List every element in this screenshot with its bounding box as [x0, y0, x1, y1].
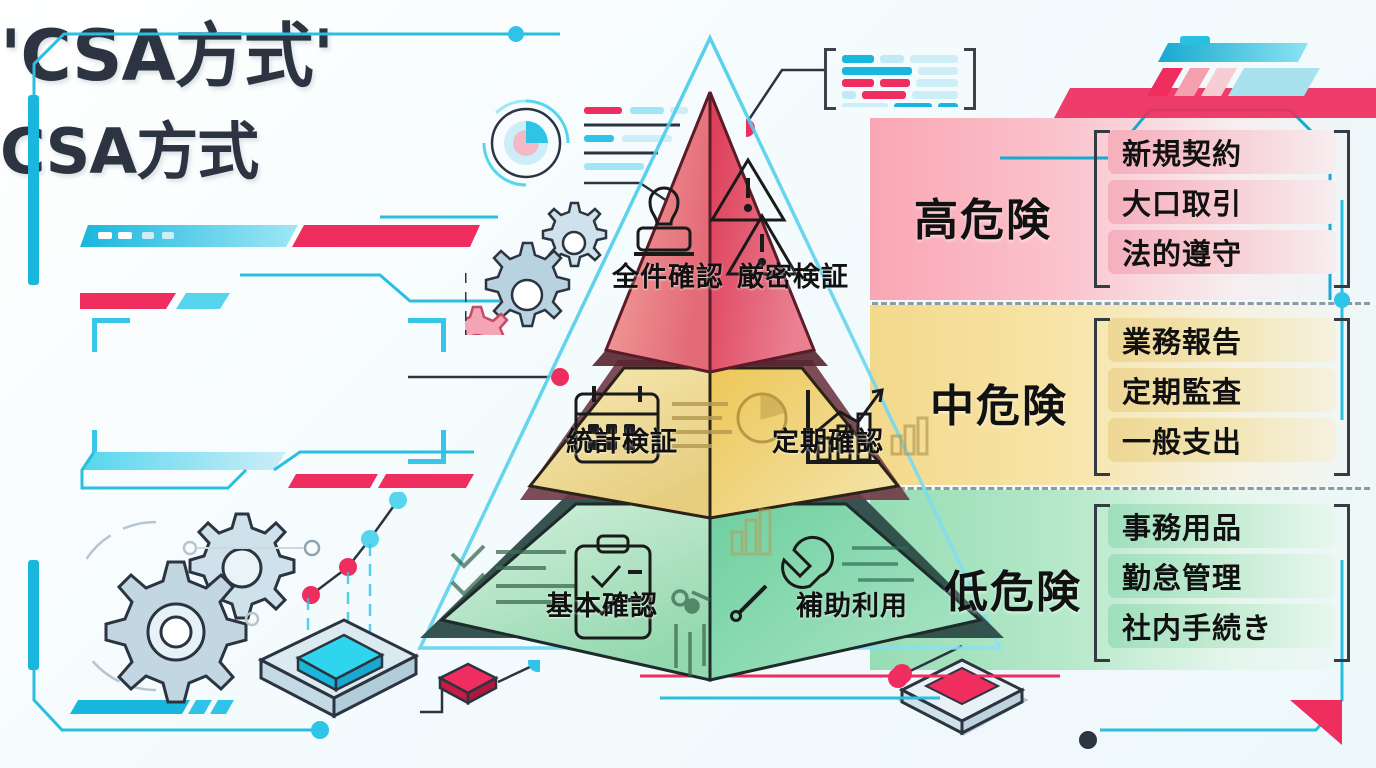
tier-facet-label-high-right: 厳密検証: [737, 262, 849, 293]
bar-chart-icon: [806, 388, 884, 464]
risk-level-label-high: 高危険: [914, 195, 1052, 246]
tag-item[interactable]: 業務報告: [1108, 318, 1336, 362]
tier-facet-label-medium-right: 定期確認: [772, 427, 884, 458]
clipboard-check-icon: [574, 534, 652, 640]
stamp-icon: [634, 186, 694, 256]
risk-pyramid: [417, 33, 1004, 682]
band-divider-2: [872, 487, 1370, 490]
risk-level-label-low: 低危険: [944, 567, 1082, 618]
pink-node-cube: [420, 660, 540, 714]
tier-facet-label-high-left: 全件確認: [612, 262, 724, 293]
tier-facet-label-medium-left: 統計検証: [566, 427, 678, 458]
connector-code-block: [746, 68, 824, 137]
tag-group-medium: 業務報告 定期監査 一般支出: [1094, 318, 1350, 476]
pie-chart-icon: [736, 392, 788, 444]
tag-group-high: 新規契約 大口取引 法的遵守: [1094, 130, 1350, 288]
tag-item[interactable]: 勤怠管理: [1108, 554, 1336, 598]
band-divider-1: [872, 302, 1370, 305]
wrench-icon: [730, 535, 835, 622]
code-block-decoration: [824, 48, 976, 110]
title-decoration-bars: [80, 215, 500, 309]
tier-facet-label-low-left: 基本確認: [546, 591, 658, 622]
calendar-icon: [574, 386, 660, 464]
tag-item[interactable]: 法的遵守: [1108, 230, 1336, 274]
warning-triangle-icon: [709, 157, 799, 276]
gears-decoration-top: [465, 201, 608, 335]
subtitle-decoration-bars: [80, 450, 474, 490]
risk-level-label-medium: 中危険: [930, 381, 1068, 432]
page-title: 'CSA方式': [0, 15, 334, 97]
tag-group-low: 事務用品 勤怠管理 社内手続き: [1094, 504, 1350, 662]
tag-item[interactable]: 大口取引: [1108, 180, 1336, 224]
tag-item[interactable]: 定期監査: [1108, 368, 1336, 412]
title-bracket-br: [408, 430, 446, 464]
title-bracket-tl: [92, 318, 130, 352]
page-subtitle: CSA方式: [0, 115, 259, 188]
tag-item[interactable]: 社内手続き: [1108, 604, 1336, 648]
tag-item[interactable]: 一般支出: [1108, 418, 1336, 462]
connector-subtitle: [408, 368, 569, 386]
analytics-illustration: [86, 492, 420, 719]
tag-item[interactable]: 新規契約: [1108, 130, 1336, 174]
tier-facet-label-low-right: 補助利用: [796, 591, 908, 622]
tag-item[interactable]: 事務用品: [1108, 504, 1336, 548]
title-bracket-tr: [408, 318, 446, 352]
